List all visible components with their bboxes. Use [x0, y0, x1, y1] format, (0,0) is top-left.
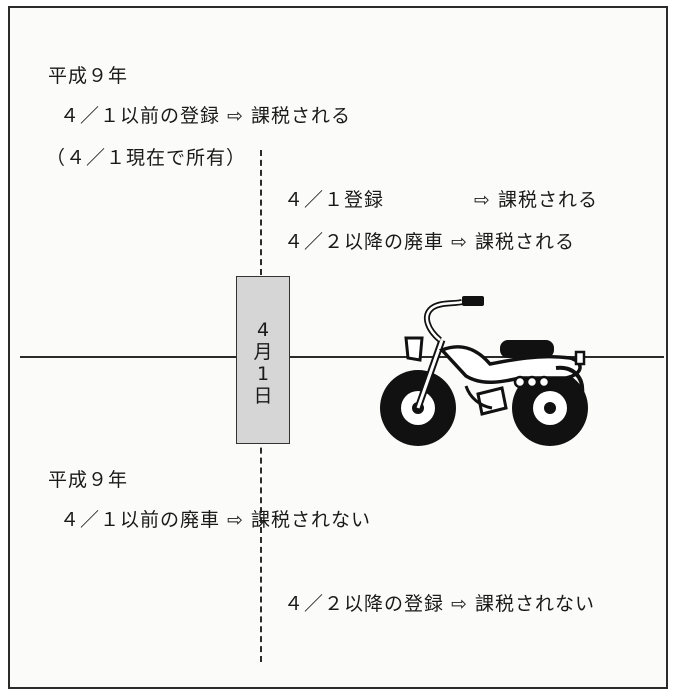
before-registration-label: ４／１以前の登録 [60, 105, 221, 127]
top-row-before-registration: ４／１以前の登録 ⇨ 課税される [60, 104, 351, 128]
diagram-frame [8, 6, 668, 689]
before-registration-result: 課税される [251, 105, 352, 127]
apr1-registration-row-result: ⇨ 課税される [474, 188, 598, 212]
after-scrap-result: 課税される [475, 231, 576, 253]
date-char: 1 [256, 363, 270, 385]
after-scrap-label: ４／２以降の廃車 [284, 231, 445, 253]
bottom-era-label: 平成９年 [48, 469, 129, 491]
before-scrap-label: ４／１以前の廃車 [60, 509, 221, 531]
date-char: 日 [253, 385, 273, 407]
motorbike-icon [380, 296, 588, 446]
outline-right-arrow-icon: ⇨ [227, 509, 244, 531]
before-scrap-result: 課税されない [251, 509, 372, 531]
outline-right-arrow-icon: ⇨ [451, 593, 468, 615]
timeline-left [20, 356, 236, 358]
outline-right-arrow-icon: ⇨ [451, 231, 468, 253]
after-registration-label: ４／２以降の登録 [284, 593, 445, 615]
bottom-row-before-scrap: ４／１以前の廃車 ⇨ 課税されない [60, 508, 371, 532]
date-char: 月 [253, 341, 273, 363]
date-char: 4 [256, 319, 270, 341]
bottom-row-after-registration: ４／２以降の登録 ⇨ 課税されない [284, 592, 595, 616]
outline-right-arrow-icon: ⇨ [474, 189, 491, 211]
top-era-label: 平成９年 [48, 65, 129, 87]
owned-note: （４／１現在で所有） [46, 147, 247, 169]
apr1-registration-result: 課税される [497, 189, 598, 211]
apr1-registration-label: ４／１登録 [284, 189, 385, 211]
after-registration-result: 課税されない [475, 593, 596, 615]
outline-right-arrow-icon: ⇨ [227, 105, 244, 127]
top-row-after-scrap: ４／２以降の廃車 ⇨ 課税される [284, 230, 575, 254]
date-box-april-1: 4 月 1 日 [236, 276, 290, 444]
